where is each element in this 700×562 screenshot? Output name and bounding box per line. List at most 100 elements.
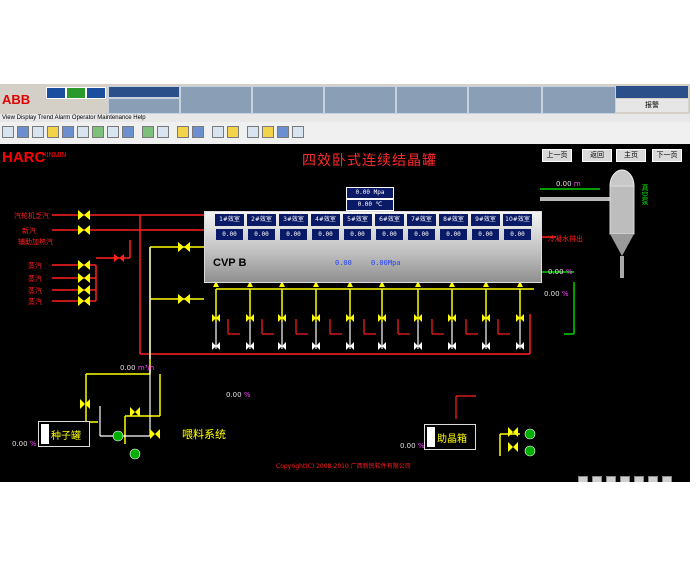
label-steam-inlet2: 新汽 xyxy=(22,227,36,235)
right-tank-value: 0.00 xyxy=(400,442,416,450)
return-button[interactable]: 返回 xyxy=(582,149,612,162)
acknowledge-icon[interactable] xyxy=(227,126,239,138)
status-icon[interactable] xyxy=(634,476,644,482)
display-icon[interactable] xyxy=(17,126,29,138)
tank-label: CVP B xyxy=(213,257,247,269)
menu-bar[interactable]: View Display Trend Alarm Operator Mainte… xyxy=(0,114,690,122)
label-steam-inlet: 汽轮机乏汽 xyxy=(14,212,49,220)
effect-panel[interactable]: 2#效室 0.00 xyxy=(247,214,276,241)
alarm-cell[interactable] xyxy=(108,98,180,114)
copyright: Copyright(C) 2008-2010 广西新民软件有限公司 xyxy=(276,463,411,470)
effect-panel[interactable]: 4#效室 0.00 xyxy=(311,214,340,241)
alarm-cell[interactable] xyxy=(108,86,180,98)
user-icon[interactable] xyxy=(262,126,274,138)
left-tank-unit: % xyxy=(29,440,37,448)
level-readout: 0.00 % xyxy=(548,268,572,276)
alarm-summary-button[interactable]: 报警 xyxy=(616,99,688,112)
effect-name: 5#效室 xyxy=(343,214,372,226)
right-tank-unit: % xyxy=(417,442,425,450)
report-icon[interactable] xyxy=(122,126,134,138)
abb-logo: ABB xyxy=(2,92,31,107)
effect-value: 0.00 xyxy=(312,229,339,240)
status-icon[interactable] xyxy=(592,476,602,482)
effect-name: 8#效室 xyxy=(439,214,468,226)
next-page-button[interactable]: 下一页 xyxy=(652,149,682,162)
alarm-cell[interactable] xyxy=(252,86,324,114)
pressure-unit: Mpa xyxy=(373,189,385,196)
crystal-aid-tank[interactable]: 助晶箱 xyxy=(424,424,476,450)
flow-readout: 0.00 m³/h xyxy=(120,364,154,372)
label-condensate-out: 冷凝水排出 xyxy=(548,235,583,243)
status-icon[interactable] xyxy=(606,476,616,482)
effect-value: 0.00 xyxy=(376,229,403,240)
label-steam-inlet3: 辅助加热汽 xyxy=(18,238,53,246)
window-icon[interactable] xyxy=(32,126,44,138)
nav-home-icon[interactable] xyxy=(66,87,86,99)
status-icon[interactable] xyxy=(648,476,658,482)
seed-tank-level xyxy=(41,424,49,444)
effect-panel[interactable]: 10#效室 0.00 xyxy=(503,214,532,241)
faceplate-icon[interactable] xyxy=(107,126,119,138)
home-button[interactable]: 主页 xyxy=(616,149,646,162)
status-icon[interactable] xyxy=(662,476,672,482)
alarm-cell[interactable] xyxy=(542,86,616,114)
alarm-cell[interactable] xyxy=(324,86,396,114)
left-tank-readout: 0.00 % xyxy=(12,440,36,448)
alarm-list-icon[interactable] xyxy=(62,126,74,138)
print-icon[interactable] xyxy=(142,126,154,138)
seed-tank[interactable]: 种子罐 xyxy=(38,421,90,447)
effect-panel[interactable]: 3#效室 0.00 xyxy=(279,214,308,241)
event-icon[interactable] xyxy=(77,126,89,138)
effect-panel[interactable]: 5#效室 0.00 xyxy=(343,214,372,241)
effect-name: 3#效室 xyxy=(279,214,308,226)
temperature-value: 0.00 xyxy=(357,201,373,208)
effect-value: 0.00 xyxy=(280,229,307,240)
status-icon[interactable] xyxy=(578,476,588,482)
effect-panel[interactable]: 6#效室 0.00 xyxy=(375,214,404,241)
seed-tank-label: 种子罐 xyxy=(51,431,81,442)
tank-value-1: 0.00 xyxy=(335,259,352,267)
level-unit: % xyxy=(565,268,573,276)
effect-panel[interactable]: 9#效室 0.00 xyxy=(471,214,500,241)
harc-logo: HARC xyxy=(2,149,46,166)
effect-panel[interactable]: 7#效室 0.00 xyxy=(407,214,436,241)
status-icon[interactable] xyxy=(620,476,630,482)
effect-name: 9#效室 xyxy=(471,214,500,226)
list-icon[interactable] xyxy=(2,126,14,138)
nav-back-icon[interactable] xyxy=(46,87,66,99)
label-steam-d: 蒸汽 xyxy=(28,298,42,306)
effect-name: 6#效室 xyxy=(375,214,404,226)
crystal-aid-tank-level xyxy=(427,427,435,447)
nav-forward-icon[interactable] xyxy=(86,87,106,99)
effect-panel[interactable]: 1#效室 0.00 xyxy=(215,214,244,241)
zoom-icon[interactable] xyxy=(212,126,224,138)
folder-icon[interactable] xyxy=(177,126,189,138)
effect-panel[interactable]: 8#效室 0.00 xyxy=(439,214,468,241)
trend-icon[interactable] xyxy=(47,126,59,138)
silence-icon[interactable] xyxy=(247,126,259,138)
bottom-right-readout: 0.00 % xyxy=(544,290,568,298)
bottom-right-unit: % xyxy=(561,290,569,298)
temperature-gauge[interactable]: 0.00 ℃ xyxy=(346,199,394,211)
alarm-cell[interactable] xyxy=(180,86,252,114)
alarm-cell[interactable] xyxy=(396,86,468,114)
effect-value: 0.00 xyxy=(440,229,467,240)
settings-icon[interactable] xyxy=(292,126,304,138)
crystallizer-tank[interactable]: 1#效室 0.00 2#效室 0.00 3#效室 0.00 4#效室 0.00 … xyxy=(204,211,542,283)
tank-value-2: 0.00Mpa xyxy=(371,259,401,267)
label-steam-a: 蒸汽 xyxy=(28,262,42,270)
pressure-gauge[interactable]: 0.00 Mpa xyxy=(346,187,394,199)
pipe-diagram xyxy=(52,169,635,460)
top-right-value: 0.00 m xyxy=(556,180,581,188)
lock-icon[interactable] xyxy=(277,126,289,138)
scada-screen: ABB 报警 View Display Trend Alarm Operator… xyxy=(0,84,690,482)
prev-page-button[interactable]: 上一页 xyxy=(542,149,572,162)
group-icon[interactable] xyxy=(92,126,104,138)
save-icon[interactable] xyxy=(157,126,169,138)
crystal-aid-tank-label: 助晶箱 xyxy=(437,434,467,445)
alarm-cell[interactable] xyxy=(468,86,542,114)
effect-value: 0.00 xyxy=(216,229,243,240)
effect-value: 0.00 xyxy=(248,229,275,240)
help-icon[interactable] xyxy=(192,126,204,138)
label-condenser: 真空泵 xyxy=(641,184,649,205)
